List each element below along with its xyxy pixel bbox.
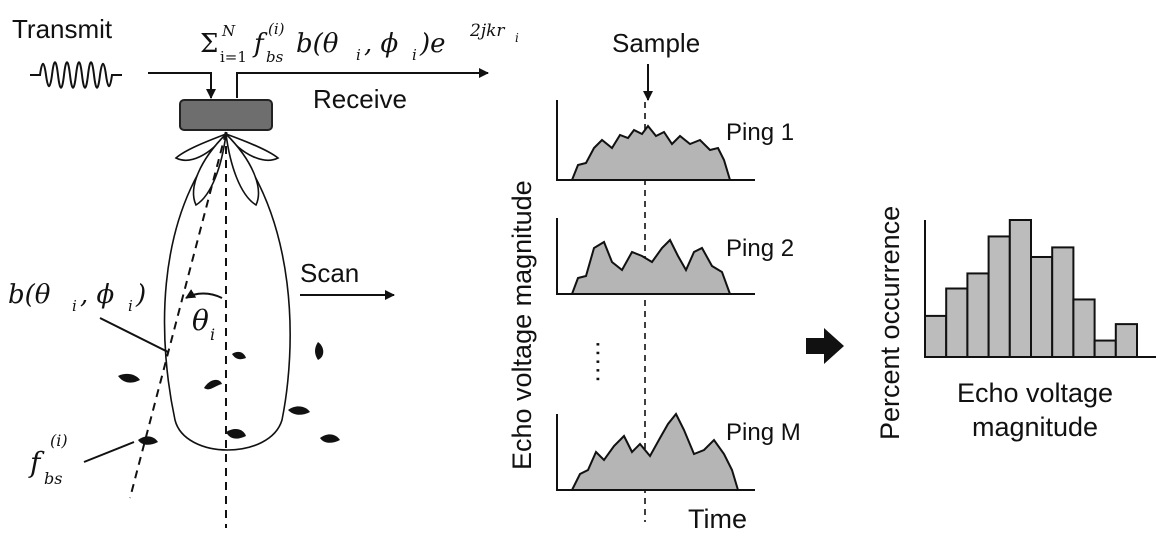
- backscatter-equation: Σ i=1 N f bs (i) b(θ i , ϕ i )e 2jkr i: [200, 20, 519, 66]
- fbs-label: f bs (i): [28, 431, 68, 488]
- beam-pattern: [163, 131, 291, 451]
- histogram-bar: [1008, 219, 1032, 358]
- scatterer: [118, 373, 140, 383]
- histogram-bar: [945, 287, 969, 358]
- ping-1-label: Ping 1: [726, 119, 794, 146]
- ellipsis: ·····: [585, 340, 615, 383]
- side-lobe-right-2: [224, 131, 260, 207]
- svg-text:bs: bs: [266, 48, 284, 66]
- histogram-x-label-line1: Echo voltage: [957, 378, 1113, 408]
- scatterer: [232, 351, 246, 360]
- transmit-waveform: [30, 61, 122, 89]
- histogram-bar: [1030, 255, 1054, 358]
- histogram-y-label: Percent occurrence: [875, 206, 905, 440]
- ping-1-trace: [556, 100, 755, 181]
- histogram-bar: [1093, 339, 1117, 358]
- svg-text:i: i: [515, 31, 519, 45]
- scan-label: Scan: [300, 258, 359, 288]
- svg-text:i: i: [210, 325, 215, 344]
- scatterer: [226, 429, 246, 439]
- ping-m-label: Ping M: [726, 419, 801, 446]
- transmit-label: Transmit: [12, 14, 113, 44]
- theta-arc: [185, 289, 223, 299]
- scatterers: [118, 342, 340, 445]
- beam-label-leader: [99, 317, 169, 353]
- histogram-x-label-line2: magnitude: [972, 412, 1098, 442]
- svg-text:bs: bs: [44, 469, 62, 488]
- fbs-leader: [83, 441, 135, 463]
- histogram-bar: [924, 314, 948, 358]
- svg-text:i: i: [356, 46, 361, 64]
- histogram-bar: [966, 272, 990, 358]
- svg-text:(i): (i): [268, 20, 285, 38]
- svg-text:2jkr: 2jkr: [469, 21, 505, 41]
- right-arrow-icon: [806, 328, 844, 364]
- svg-text:b(θ: b(θ: [8, 280, 51, 310]
- svg-text:i: i: [72, 297, 77, 315]
- scatterer: [288, 406, 310, 415]
- svg-text:i: i: [412, 46, 417, 64]
- ping-2-trace: [556, 218, 755, 295]
- side-lobe-left-2: [192, 131, 228, 207]
- svg-text:f: f: [28, 446, 45, 479]
- svg-text:θ: θ: [192, 304, 209, 337]
- beam-pattern-label: b(θ i , ϕ i ): [8, 280, 146, 315]
- scatterer: [138, 436, 158, 445]
- ping-m-trace: [556, 412, 755, 491]
- svg-text:Σ: Σ: [200, 29, 218, 59]
- receive-label: Receive: [313, 84, 407, 114]
- theta-label: θ i: [192, 304, 215, 344]
- svg-text:N: N: [221, 22, 236, 40]
- svg-text:(i): (i): [50, 431, 68, 450]
- scatterer: [315, 342, 324, 360]
- scatterer: [320, 434, 340, 443]
- histogram-bar: [1114, 323, 1139, 358]
- ping-2-label: Ping 2: [726, 235, 794, 262]
- echo-axis-label: Echo voltage magnitude: [507, 180, 537, 470]
- svg-text:, ϕ: , ϕ: [364, 29, 399, 59]
- side-lobe-right-1: [223, 132, 280, 162]
- svg-text:i=1: i=1: [220, 48, 247, 66]
- transducer-icon: [179, 99, 273, 131]
- svg-text:)e: )e: [419, 29, 446, 59]
- svg-text:i: i: [128, 297, 133, 315]
- transmit-arrow: [148, 72, 216, 99]
- svg-text:, ϕ: , ϕ: [80, 280, 115, 310]
- svg-text:): ): [135, 280, 146, 310]
- histogram-bar: [1051, 246, 1075, 358]
- histogram-bar: [987, 235, 1011, 358]
- histogram-bars: [924, 219, 1139, 358]
- receive-arrow: [236, 68, 489, 98]
- svg-text:b(θ: b(θ: [296, 29, 339, 59]
- main-lobe: [163, 132, 291, 451]
- histogram-bar: [1072, 298, 1096, 358]
- sample-label: Sample: [612, 28, 700, 58]
- time-label: Time: [688, 504, 747, 533]
- scatterer: [204, 379, 222, 390]
